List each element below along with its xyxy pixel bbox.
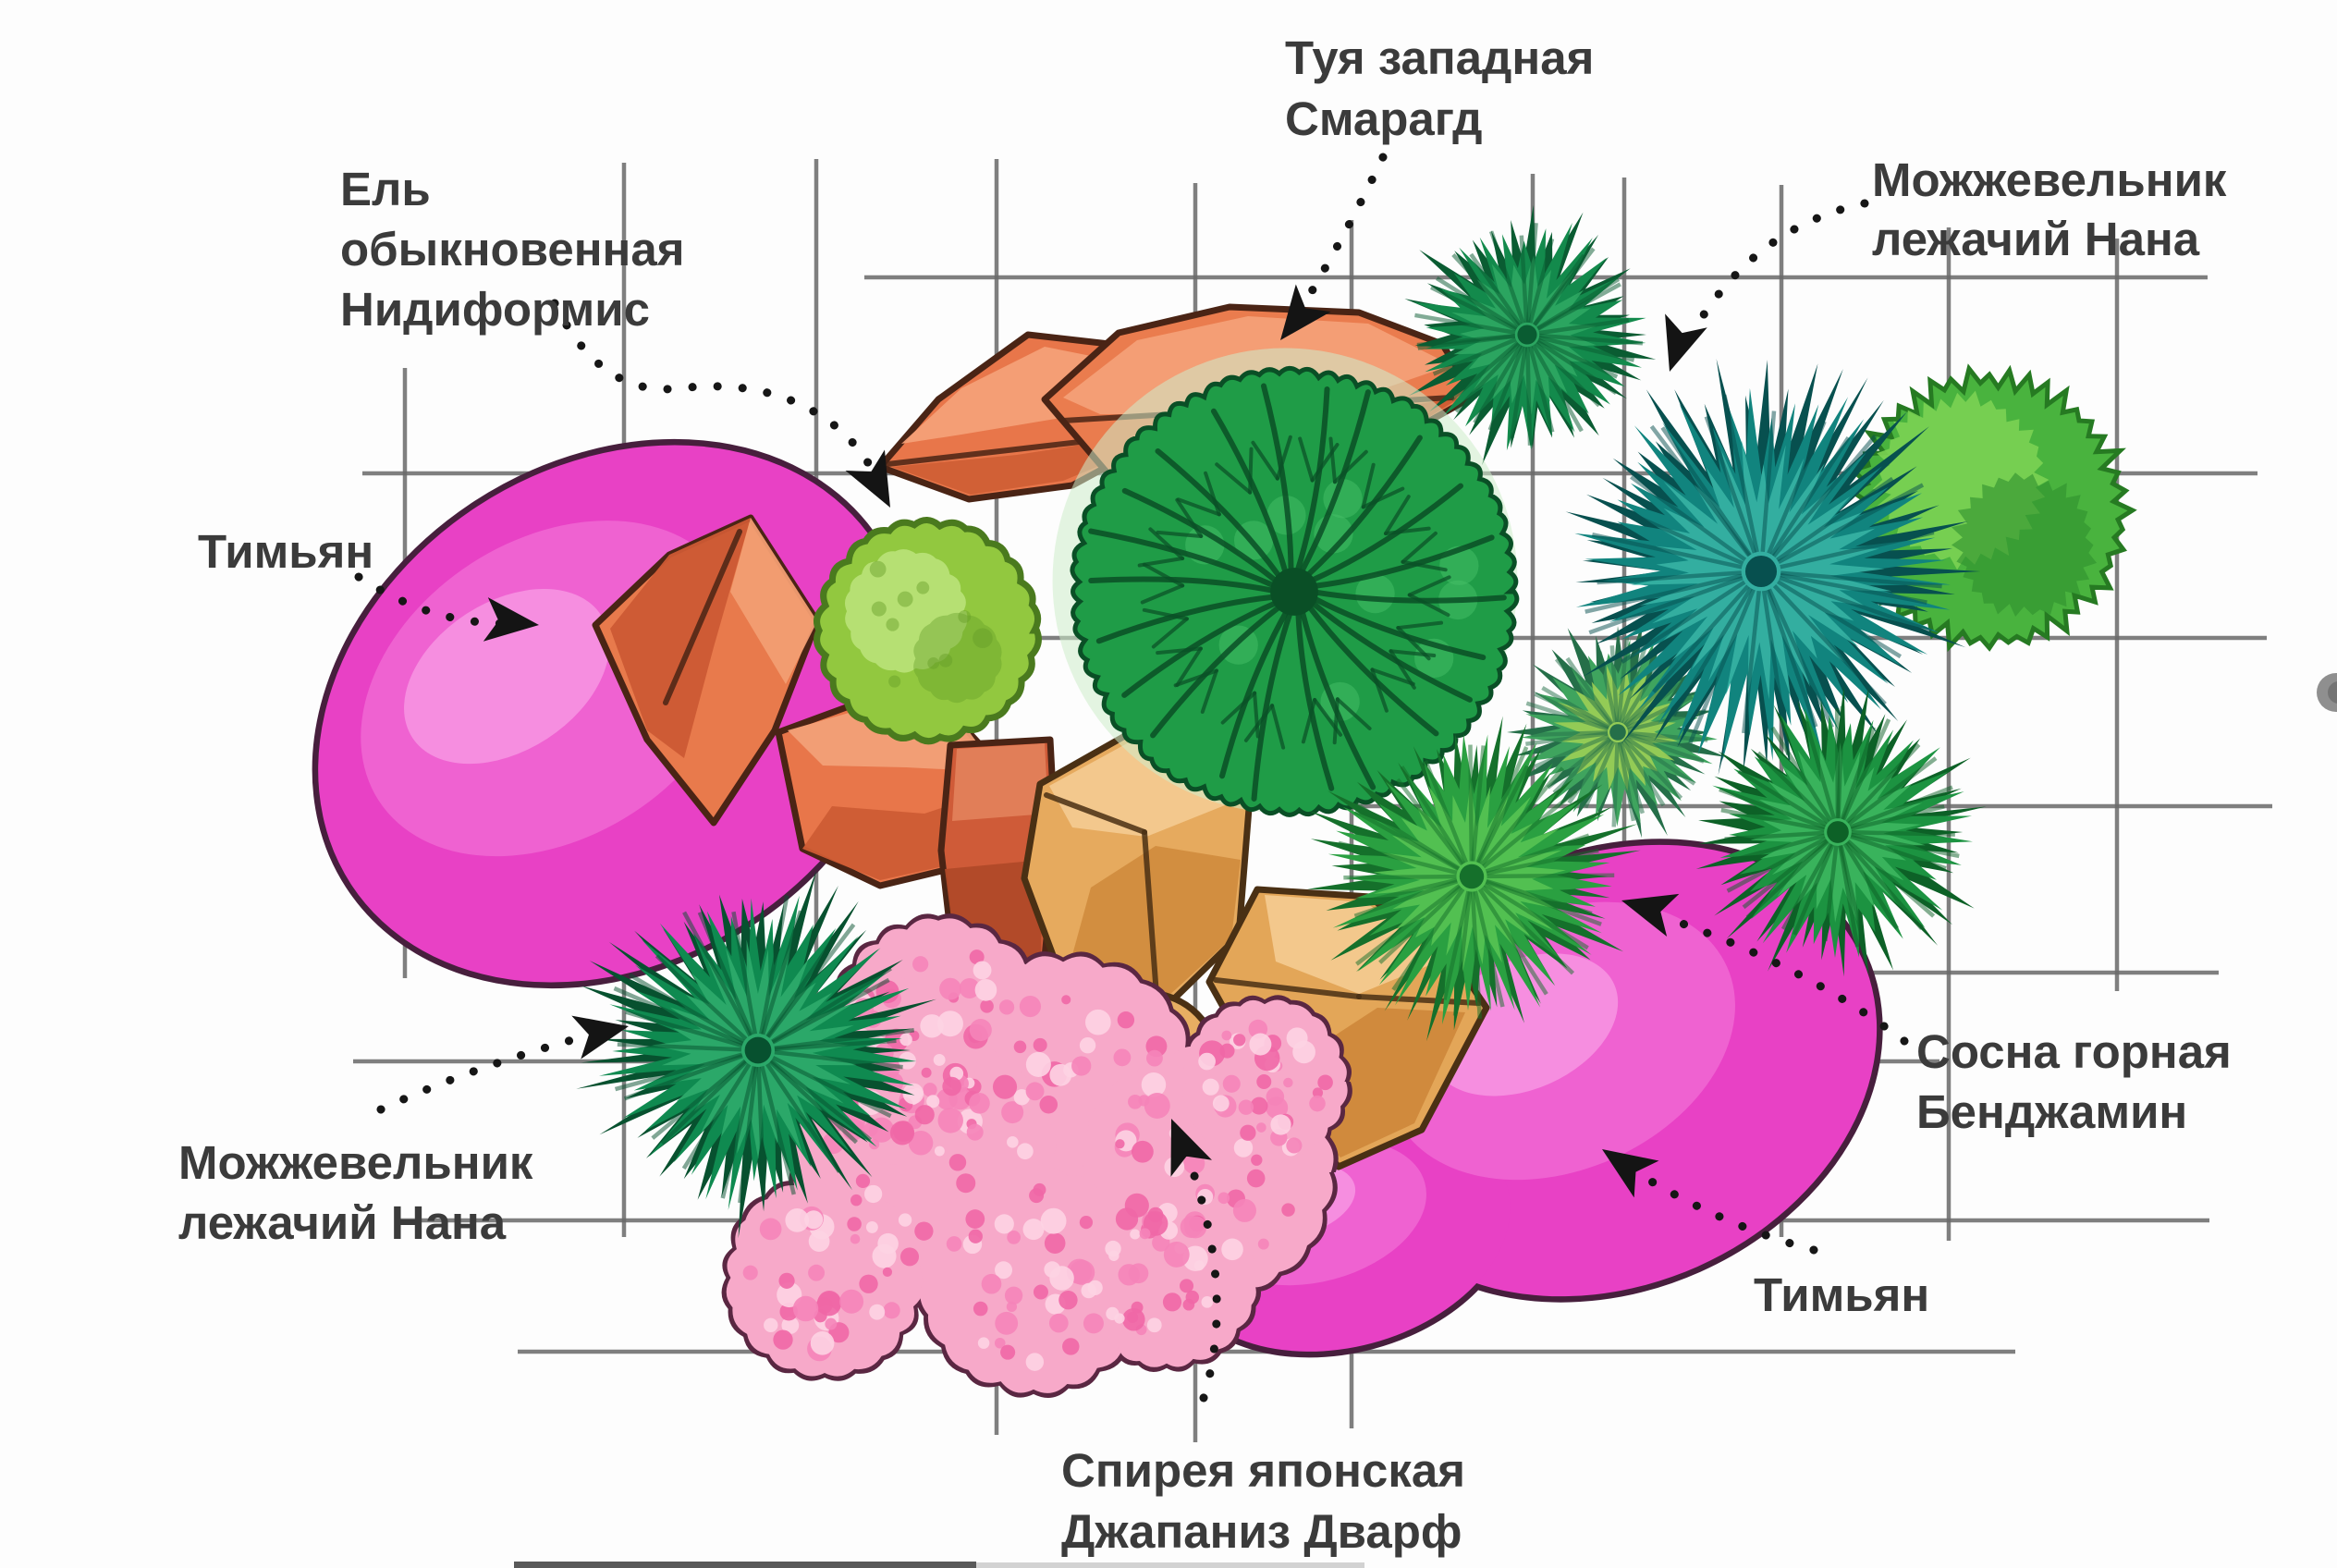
rock-mid-big: [592, 514, 821, 827]
label-spireya-line2: Джапаниз Дварф: [1061, 1505, 1462, 1558]
arrowhead-spireya: [1170, 1119, 1212, 1177]
plant-green-ball-right: [1841, 363, 2137, 653]
leader-timyan-left: [354, 572, 520, 628]
label-timyan-left: Тимьян: [198, 525, 373, 578]
label-mozh-top-line2: лежачий Нана: [1872, 213, 2200, 265]
arrowhead-mozh-bottom: [571, 1015, 629, 1060]
label-mozh-bottom-line2: лежачий Нана: [178, 1196, 507, 1249]
label-mozh-top-line1: Можжевельник: [1872, 153, 2227, 206]
arrowhead-tuya: [1280, 284, 1331, 340]
label-sosna-line2: Бенджамин: [1916, 1085, 2187, 1138]
arrowhead-mozh-top: [1665, 313, 1707, 372]
plant-green-ball-lower-right: [1695, 685, 1987, 977]
label-timyan-right: Тимьян: [1754, 1268, 1929, 1321]
right-edge-marker: [2317, 673, 2337, 712]
leader-el: [550, 299, 885, 493]
plant-fan-ball: [1507, 620, 1728, 839]
scene: [312, 204, 2137, 1399]
bottom-edge-artifact: [514, 1562, 976, 1568]
plant-tuya-smaragd: [1052, 348, 1520, 817]
label-spireya-line1: Спирея японская: [1061, 1444, 1465, 1497]
plant-pinus-benjamin: [1307, 716, 1641, 1042]
plant-juniper-nana-bottom: [576, 870, 936, 1239]
label-mozh-bottom-line1: Можжевельник: [178, 1136, 533, 1189]
label-sosna-line1: Сосна горная: [1916, 1025, 2232, 1078]
annotations: Туя западная Смарагд Можжевельник лежачи…: [178, 31, 2337, 1568]
leader-mozh-bottom: [376, 1027, 607, 1114]
plant-pom-upper: [1404, 204, 1657, 466]
plant-juniper-nana-top: [1565, 359, 1981, 776]
label-el-line3: Нидиформис: [340, 283, 650, 336]
leader-timyan-right: [1622, 1162, 1818, 1255]
label-tuya-line2: Смарагд: [1285, 92, 1482, 145]
leader-spireya: [1181, 1147, 1221, 1403]
label-el-line1: Ель: [340, 163, 431, 215]
bottom-edge-artifact-faint: [976, 1562, 1364, 1568]
label-el-line2: обыкновенная: [340, 223, 684, 276]
arrowhead-sosna: [1621, 893, 1680, 937]
right-edge-marker-core: [2328, 681, 2337, 704]
arrowhead-timyan-left: [483, 597, 539, 642]
arrowhead-el: [845, 449, 890, 508]
label-tuya-line1: Туя западная: [1285, 31, 1594, 84]
leader-tuya: [1288, 153, 1388, 328]
arrowhead-timyan-right: [1602, 1149, 1659, 1198]
plant-picea-nidiformis: [814, 517, 1042, 745]
